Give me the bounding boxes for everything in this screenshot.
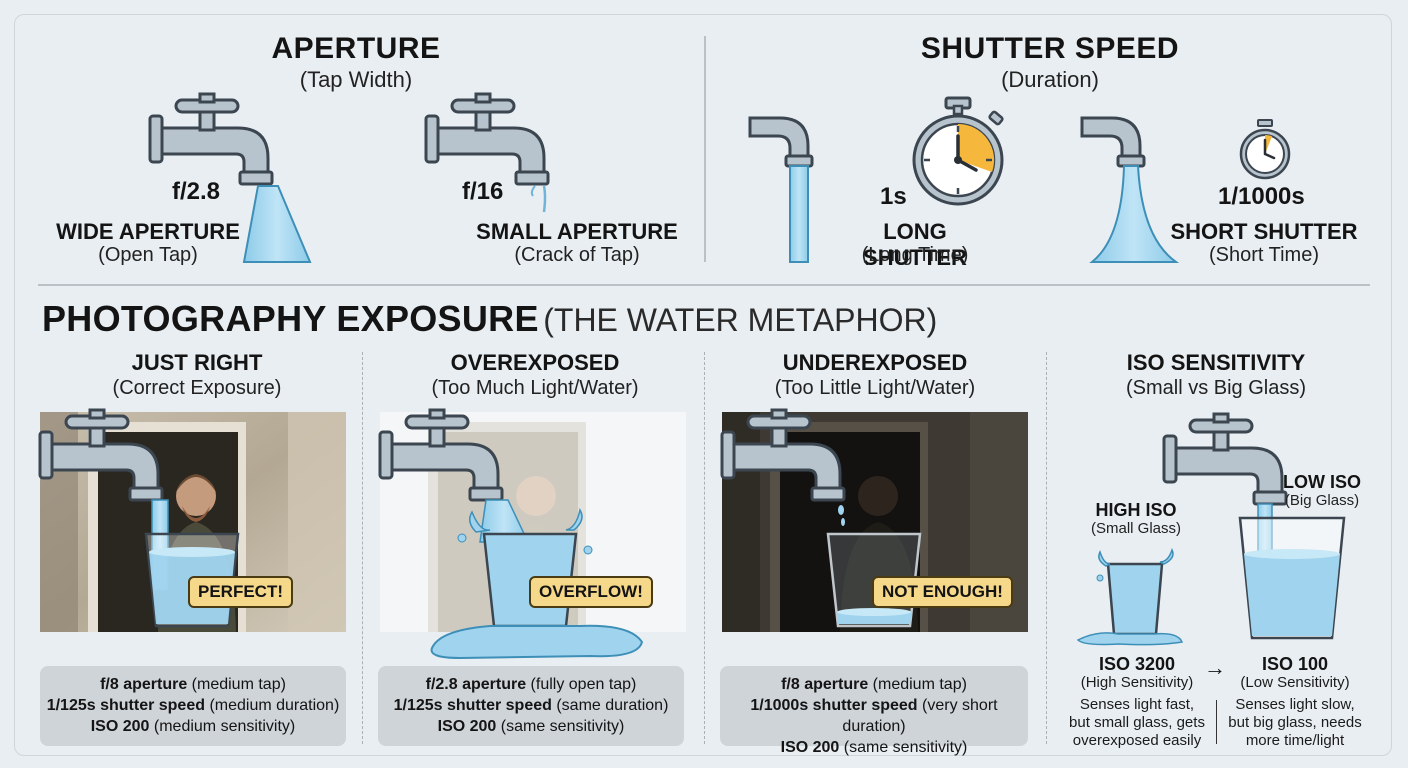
wide-aperture-label: WIDE APERTURE [56, 219, 240, 244]
short-shutter-label: SHORT SHUTTER [1170, 219, 1358, 244]
caption-bold: f/8 aperture [781, 676, 869, 693]
caption-text: (same sensitivity) [500, 718, 625, 735]
caption-text: (medium duration) [209, 697, 340, 714]
iso-100-value: ISO 100 [1261, 654, 1329, 674]
small-stopwatch-icon [1239, 119, 1291, 180]
panel-divider [362, 352, 363, 744]
desc-line: more time/light [1245, 732, 1345, 749]
wide-aperture-value: f/2.8 [172, 178, 221, 205]
caption-bold: f/8 aperture [100, 676, 188, 693]
iso-100-sub: (Low Sensitivity) [1240, 674, 1350, 691]
correct-exposure-photo [38, 408, 346, 632]
iso-3200-value: ISO 3200 [1098, 654, 1176, 674]
top-divider [704, 36, 706, 262]
panel-divider [704, 352, 705, 744]
panel-title: JUST RIGHT [131, 350, 263, 375]
short-shutter-sub: (Short Time) [1208, 244, 1320, 266]
shutter-title: SHUTTER SPEED [920, 32, 1180, 65]
exposure-title-bold: PHOTOGRAPHY EXPOSURE [42, 298, 539, 339]
caption-bold: ISO 200 [437, 718, 497, 735]
caption-bold: 1/1000s shutter speed [750, 697, 918, 714]
panel-subtitle: (Too Little Light/Water) [774, 377, 976, 399]
panel-caption: f/8 aperture (medium tap) 1/125s shutter… [40, 666, 346, 746]
small-aperture-label: SMALL APERTURE [476, 219, 678, 244]
small-aperture-sub: (Crack of Tap) [514, 244, 640, 266]
long-shutter-label: LONG SHUTTER [863, 219, 967, 270]
small-aperture-value: f/16 [462, 178, 504, 205]
long-shutter-pipe-icon [748, 116, 814, 263]
perfect-badge: PERFECT! [188, 576, 293, 608]
panel-subtitle: (Correct Exposure) [112, 377, 282, 399]
iso-tap-icon [1162, 412, 1346, 640]
overexposed-photo [378, 408, 686, 660]
panel-divider [1046, 352, 1047, 744]
iso-divider [1216, 700, 1217, 744]
desc-line: overexposed easily [1072, 732, 1202, 749]
iso-title: ISO SENSITIVITY [1126, 350, 1306, 375]
high-iso-sub: (Small Glass) [1090, 520, 1181, 537]
aperture-title: APERTURE [271, 32, 441, 65]
caption-text: (same duration) [556, 697, 669, 714]
section-divider [38, 284, 1370, 286]
desc-line: Senses light fast, [1079, 696, 1195, 713]
short-shutter-pipe-icon [1080, 116, 1180, 263]
not-enough-badge: NOT ENOUGH! [872, 576, 1013, 608]
low-iso-sub: (Big Glass) [1284, 492, 1360, 509]
panel-caption: f/8 aperture (medium tap) 1/1000s shutte… [720, 666, 1028, 756]
small-glass-icon [1076, 548, 1184, 646]
low-iso-label: LOW ISO [1283, 472, 1361, 492]
outer-frame [14, 14, 1392, 756]
caption-bold: f/2.8 aperture [425, 676, 527, 693]
iso-3200-sub: (High Sensitivity) [1080, 674, 1194, 691]
stopwatch-icon [912, 96, 1004, 206]
high-iso-label: HIGH ISO [1095, 500, 1177, 520]
desc-line: but big glass, needs [1228, 714, 1362, 731]
caption-bold: ISO 200 [90, 718, 150, 735]
caption-bold: 1/125s shutter speed [393, 697, 552, 714]
panel-title: UNDEREXPOSED [782, 350, 968, 375]
exposure-title: PHOTOGRAPHY EXPOSURE (THE WATER METAPHOR… [42, 298, 937, 340]
panel-subtitle: (Too Much Light/Water) [431, 377, 639, 399]
desc-line: but small glass, gets [1069, 714, 1205, 731]
caption-text: (medium tap) [872, 676, 967, 693]
panel-title: OVEREXPOSED [450, 350, 620, 375]
iso-3200-desc: Senses light fast, but small glass, gets… [1060, 696, 1214, 750]
long-shutter-value: 1s [880, 183, 907, 210]
iso-100-desc: Senses light slow, but big glass, needs … [1224, 696, 1366, 750]
caption-text: (medium tap) [191, 676, 286, 693]
wide-tap-icon [148, 92, 312, 263]
caption-text: (very short duration) [842, 697, 998, 735]
caption-text: (fully open tap) [530, 676, 637, 693]
iso-subtitle: (Small vs Big Glass) [1125, 377, 1307, 399]
desc-line: Senses light slow, [1235, 696, 1355, 713]
caption-text: (medium sensitivity) [153, 718, 296, 735]
caption-bold: ISO 200 [780, 739, 840, 756]
aperture-subtitle: (Tap Width) [299, 67, 413, 92]
short-shutter-value: 1/1000s [1218, 183, 1305, 210]
arrow-right-icon: → [1204, 655, 1226, 680]
small-tap-icon [424, 92, 550, 213]
caption-text: (same sensitivity) [843, 739, 968, 756]
exposure-title-light: (THE WATER METAPHOR) [543, 302, 938, 338]
panel-caption: f/2.8 aperture (fully open tap) 1/125s s… [378, 666, 684, 746]
long-shutter-sub: (Long Time) [861, 244, 969, 266]
wide-aperture-sub: (Open Tap) [98, 244, 198, 266]
shutter-subtitle: (Duration) [1001, 67, 1099, 92]
caption-bold: 1/125s shutter speed [46, 697, 205, 714]
overflow-badge: OVERFLOW! [529, 576, 653, 608]
